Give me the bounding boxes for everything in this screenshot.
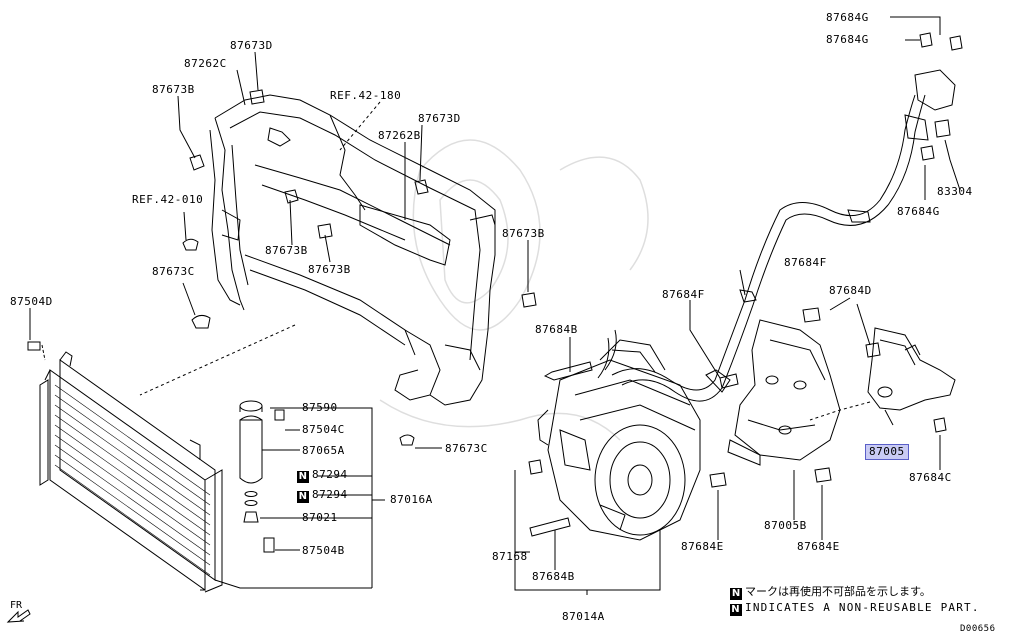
label-87684G-low: 87684G xyxy=(897,205,940,218)
non-reusable-mark: N xyxy=(730,604,742,616)
receiver-drier xyxy=(239,400,285,553)
legend-en-text: INDICATES A NON-REUSABLE PART. xyxy=(745,601,980,614)
label-87021: 87021 xyxy=(302,511,338,524)
compressor-bracket xyxy=(727,319,841,466)
label-87262B: 87262B xyxy=(378,129,421,142)
label-87684F-left: 87684F xyxy=(662,288,705,301)
label-87684D: 87684D xyxy=(829,284,872,297)
label-87673B-right: 87673B xyxy=(502,227,545,240)
label-87016A: 87016A xyxy=(390,493,433,506)
label-87684G-top2: 87684G xyxy=(826,33,869,46)
label-87005B: 87005B xyxy=(764,519,807,532)
label-87504C: 87504C xyxy=(302,423,345,436)
orientation-label: FR xyxy=(10,600,23,611)
radiator-support-frame xyxy=(209,94,496,406)
label-ref42-180: REF.42-180 xyxy=(330,89,402,102)
label-87684E-a: 87684E xyxy=(681,540,724,553)
label-87005-highlighted[interactable]: 87005 xyxy=(865,444,909,460)
label-87262C: 87262C xyxy=(184,57,227,70)
ac-hoses xyxy=(597,69,956,402)
label-87065A: 87065A xyxy=(302,444,345,457)
watermark xyxy=(379,139,649,441)
non-reusable-mark: N xyxy=(730,588,742,600)
label-83304: 83304 xyxy=(937,185,973,198)
label-87504D: 87504D xyxy=(10,295,53,308)
non-reusable-mark: N xyxy=(297,491,309,503)
label-87294-a-text: 87294 xyxy=(312,468,348,481)
label-87673B-mid2: 87673B xyxy=(308,263,351,276)
label-87673D-mid: 87673D xyxy=(418,112,461,125)
label-87684F-right: 87684F xyxy=(784,256,827,269)
label-87014A: 87014A xyxy=(562,610,605,623)
label-87673D-top: 87673D xyxy=(230,39,273,52)
label-87673B-mid1: 87673B xyxy=(265,244,308,257)
label-87684G-top1: 87684G xyxy=(826,11,869,24)
label-87684B-low: 87684B xyxy=(532,570,575,583)
condenser xyxy=(39,344,372,593)
label-87294-b-text: 87294 xyxy=(312,488,348,501)
label-87684E-b: 87684E xyxy=(797,540,840,553)
label-87684C: 87684C xyxy=(909,471,952,484)
hose-bracket xyxy=(867,327,956,411)
label-87504B: 87504B xyxy=(302,544,345,557)
label-87168: 87168 xyxy=(492,550,528,563)
label-87684B-top: 87684B xyxy=(535,323,578,336)
leader-lines xyxy=(29,16,961,595)
label-87590: 87590 xyxy=(302,401,338,414)
legend-jp-text: マークは再使用不可部品を示します。 xyxy=(745,585,931,598)
label-87673C-left: 87673C xyxy=(152,265,195,278)
non-reusable-mark: N xyxy=(297,471,309,483)
label-87673C-low: 87673C xyxy=(445,442,488,455)
compressor xyxy=(537,339,701,541)
front-arrow-icon xyxy=(6,609,31,623)
diagram-code: D00656 xyxy=(960,624,996,634)
label-87673B-top: 87673B xyxy=(152,83,195,96)
fasteners xyxy=(27,32,963,537)
label-ref42-010: REF.42-010 xyxy=(132,193,204,206)
